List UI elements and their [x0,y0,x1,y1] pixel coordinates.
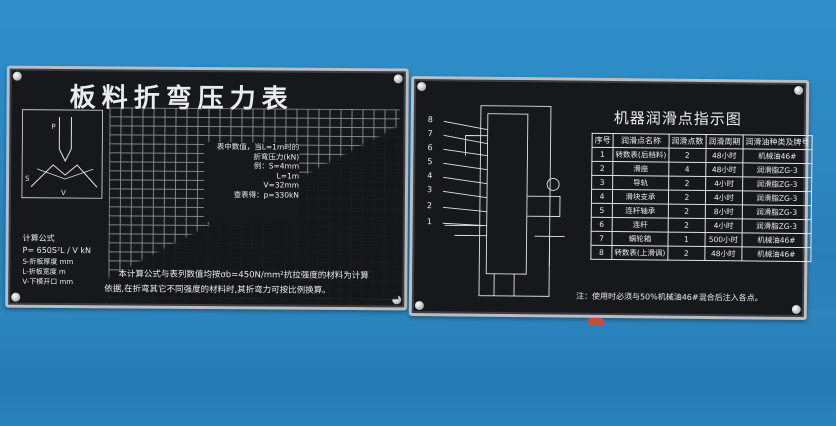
note-line-1: 本计算公式与表列数值均按σb=450N/mm²抗拉强度的材料为计算 [118,269,369,282]
callout-6: 6 [427,143,433,153]
var-v: V-下模开口 mm [22,277,74,287]
bending-pressure-plate: 板料折弯压力表 P S V 表中数值，当L=1m时的 折弯压力(kN) 例：S=… [5,65,409,311]
table-legend: 表中数值，当L=1m时的 折弯压力(kN) 例：S=4mm L=1m V=32m… [203,141,300,223]
screw [791,304,801,315]
plate-title: 机器润滑点指示图 [613,109,742,129]
formula-title: 计算公式 [22,233,55,243]
wall-lower-band [0,310,836,426]
svg-text:P: P [51,123,55,131]
lubrication-plate: 机器润滑点指示图 8 7 6 5 4 3 2 1 序号 [408,75,813,321]
svg-text:S: S [25,175,30,183]
screw [414,300,424,311]
bending-die-diagram: P S V [21,109,103,199]
svg-text:V: V [61,189,66,197]
callout-2: 2 [426,201,433,211]
var-l: L-折板宽度 m [22,267,66,277]
screw [11,292,21,302]
screw [417,81,427,92]
callout-1: 1 [426,217,432,227]
press-brake-diagram [442,105,565,297]
callout-4: 4 [427,171,433,181]
formula: P= 650S²L / V kN [22,245,92,256]
callout-8: 8 [427,115,433,125]
callout-3: 3 [427,185,433,195]
callout-5: 5 [427,157,433,167]
note-line-2: 依据,在折弯其它不同强度的材料时,其折弯力可按比例换算。 [104,284,331,296]
screw [794,85,804,96]
footnote: 注：使用时必须与50%机械油46#混合后注入各点。 [575,291,763,303]
screw [12,71,22,81]
var-s: S-折板厚度 mm [22,257,74,267]
red-tape-mark [588,318,604,326]
callout-7: 7 [427,129,433,139]
screw [393,74,403,84]
